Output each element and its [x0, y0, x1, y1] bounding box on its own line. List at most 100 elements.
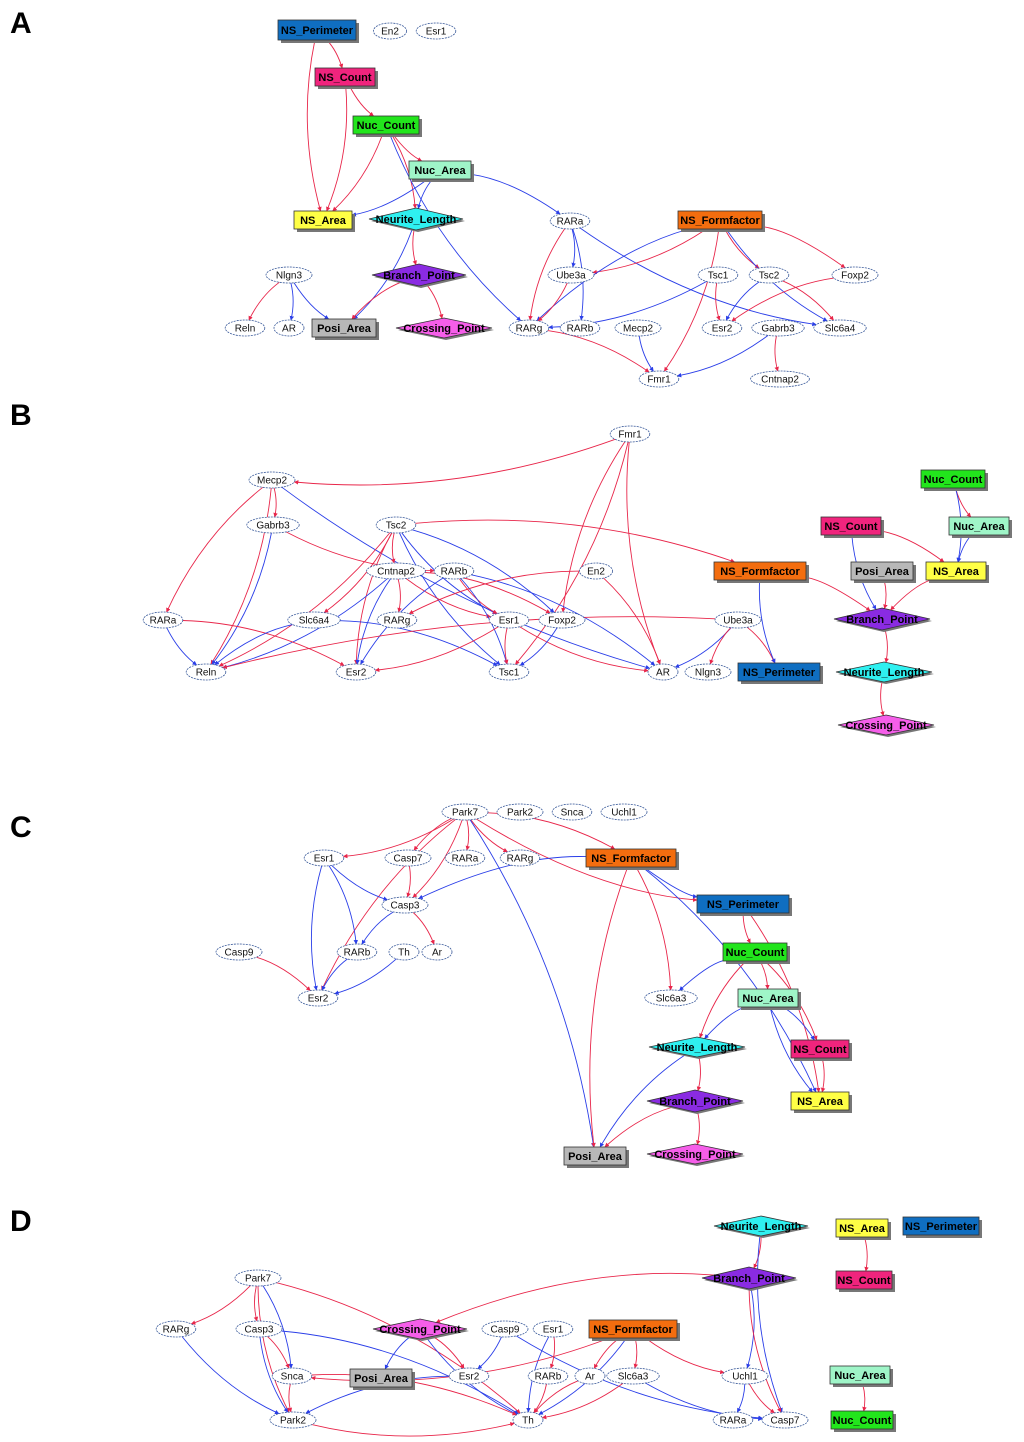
node-slc6a3[interactable]: Slc6a3 [606, 1367, 660, 1385]
node-casp7[interactable]: Casp7 [761, 1411, 809, 1429]
node-tsc2[interactable]: Tsc2 [748, 266, 790, 284]
node-slc6a4[interactable]: Slc6a4 [287, 611, 341, 629]
node-cntnap2[interactable]: Cntnap2 [366, 562, 426, 580]
node-ns-count[interactable]: NS_Count [314, 67, 378, 89]
node-neurite-length[interactable]: Neurite_Length [648, 1036, 747, 1059]
node-ns-area[interactable]: NS_Area [293, 210, 355, 232]
node-nlgn3[interactable]: Nlgn3 [684, 663, 732, 681]
node-nuc-area[interactable]: Nuc_Area [948, 516, 1012, 538]
node-ube3a[interactable]: Ube3a [714, 611, 762, 629]
node-fmr1[interactable]: Fmr1 [609, 425, 651, 443]
node-esr1[interactable]: Esr1 [415, 22, 457, 40]
node-uchl1[interactable]: Uchl1 [600, 803, 648, 821]
node-ns-formfactor[interactable]: NS_Formfactor [588, 1319, 680, 1341]
node-rara[interactable]: RARa [142, 611, 184, 629]
node-esr2[interactable]: Esr2 [701, 319, 743, 337]
node-posi-area[interactable]: Posi_Area [850, 561, 916, 583]
node-casp9[interactable]: Casp9 [215, 943, 263, 961]
node-nuc-count[interactable]: Nuc_Count [920, 469, 988, 491]
node-posi-area[interactable]: Posi_Area [311, 318, 379, 340]
node-esr1[interactable]: Esr1 [303, 849, 345, 867]
node-rarg[interactable]: RARg [376, 611, 418, 629]
node-neurite-length[interactable]: Neurite_Length [835, 661, 934, 684]
node-ns-formfactor[interactable]: NS_Formfactor [585, 848, 679, 870]
node-tsc1[interactable]: Tsc1 [488, 663, 530, 681]
node-neurite-length[interactable]: Neurite_Length [368, 207, 465, 232]
node-posi-area[interactable]: Posi_Area [563, 1146, 629, 1168]
node-casp9[interactable]: Casp9 [481, 1320, 529, 1338]
node-park2[interactable]: Park2 [269, 1411, 317, 1429]
node-tsc1[interactable]: Tsc1 [697, 266, 739, 284]
node-ns-area[interactable]: NS_Area [925, 561, 989, 583]
node-rara[interactable]: RARa [549, 212, 591, 230]
node-ar[interactable]: AR [273, 319, 305, 337]
node-mecp2[interactable]: Mecp2 [248, 471, 296, 489]
node-ns-area[interactable]: NS_Area [790, 1091, 852, 1113]
node-park2[interactable]: Park2 [496, 803, 544, 821]
node-tsc2[interactable]: Tsc2 [375, 516, 417, 534]
node-fmr1[interactable]: Fmr1 [638, 370, 680, 388]
node-th[interactable]: Th [388, 943, 420, 961]
node-branch-point[interactable]: Branch_Point [646, 1089, 745, 1114]
node-rarg[interactable]: RARg [155, 1320, 197, 1338]
node-th[interactable]: Th [512, 1411, 544, 1429]
node-casp3[interactable]: Casp3 [235, 1320, 283, 1338]
node-crossing-point[interactable]: Crossing_Point [395, 317, 494, 340]
node-foxp2[interactable]: Foxp2 [831, 266, 879, 284]
node-en2[interactable]: En2 [372, 22, 407, 40]
node-branch-point[interactable]: Branch_Point [833, 607, 932, 632]
node-esr2[interactable]: Esr2 [448, 1367, 490, 1385]
node-nuc-area[interactable]: Nuc_Area [737, 988, 801, 1010]
node-crossing-point[interactable]: Crossing_Point [372, 1318, 469, 1341]
node-rarb[interactable]: RARb [336, 943, 378, 961]
node-ar[interactable]: AR [647, 663, 679, 681]
node-neurite-length[interactable]: Neurite_Length [713, 1215, 810, 1238]
node-rarg[interactable]: RARg [499, 849, 541, 867]
node-park7[interactable]: Park7 [441, 803, 489, 821]
node-snca[interactable]: Snca [551, 803, 593, 821]
node-casp7[interactable]: Casp7 [384, 849, 432, 867]
node-ns-perimeter[interactable]: NS_Perimeter [902, 1216, 982, 1238]
node-rarb[interactable]: RARb [433, 562, 475, 580]
node-cntnap2[interactable]: Cntnap2 [750, 370, 810, 388]
node-uchl1[interactable]: Uchl1 [721, 1367, 769, 1385]
node-reln[interactable]: Reln [185, 663, 227, 681]
node-esr1[interactable]: Esr1 [488, 611, 530, 629]
node-crossing-point[interactable]: Crossing_Point [837, 714, 936, 737]
node-ns-perimeter[interactable]: NS_Perimeter [737, 662, 823, 684]
node-ns-count[interactable]: NS_Count [790, 1039, 852, 1061]
node-foxp2[interactable]: Foxp2 [538, 611, 586, 629]
node-nlgn3[interactable]: Nlgn3 [265, 266, 313, 284]
node-ns-formfactor[interactable]: NS_Formfactor [677, 210, 765, 232]
node-snca[interactable]: Snca [271, 1367, 313, 1385]
node-posi-area[interactable]: Posi_Area [349, 1368, 415, 1390]
node-ar[interactable]: Ar [421, 943, 453, 961]
node-rarb[interactable]: RARb [559, 319, 601, 337]
node-nuc-count[interactable]: Nuc_Count [830, 1410, 896, 1432]
node-park7[interactable]: Park7 [234, 1269, 282, 1287]
node-reln[interactable]: Reln [224, 319, 266, 337]
node-branch-point[interactable]: Branch_Point [371, 263, 468, 288]
node-nuc-count[interactable]: Nuc_Count [352, 115, 422, 137]
node-rarb[interactable]: RARb [527, 1367, 569, 1385]
node-slc6a4[interactable]: Slc6a4 [813, 319, 867, 337]
node-ns-count[interactable]: NS_Count [820, 516, 884, 538]
node-rara[interactable]: RARa [712, 1411, 754, 1429]
node-nuc-area[interactable]: Nuc_Area [829, 1365, 893, 1387]
node-ube3a[interactable]: Ube3a [547, 266, 595, 284]
node-gabrb3[interactable]: Gabrb3 [751, 319, 805, 337]
node-ar[interactable]: Ar [574, 1367, 606, 1385]
node-slc6a3[interactable]: Slc6a3 [644, 989, 698, 1007]
node-esr2[interactable]: Esr2 [335, 663, 377, 681]
node-rarg[interactable]: RARg [508, 319, 550, 337]
node-ns-count[interactable]: NS_Count [835, 1270, 895, 1292]
node-nuc-area[interactable]: Nuc_Area [408, 160, 474, 182]
node-esr2[interactable]: Esr2 [297, 989, 339, 1007]
node-branch-point[interactable]: Branch_Point [701, 1266, 798, 1291]
node-rara[interactable]: RARa [444, 849, 486, 867]
node-mecp2[interactable]: Mecp2 [614, 319, 662, 337]
node-ns-area[interactable]: NS_Area [835, 1218, 891, 1240]
node-ns-perimeter[interactable]: NS_Perimeter [696, 894, 792, 916]
node-crossing-point[interactable]: Crossing_Point [646, 1143, 745, 1166]
node-en2[interactable]: En2 [579, 562, 614, 580]
